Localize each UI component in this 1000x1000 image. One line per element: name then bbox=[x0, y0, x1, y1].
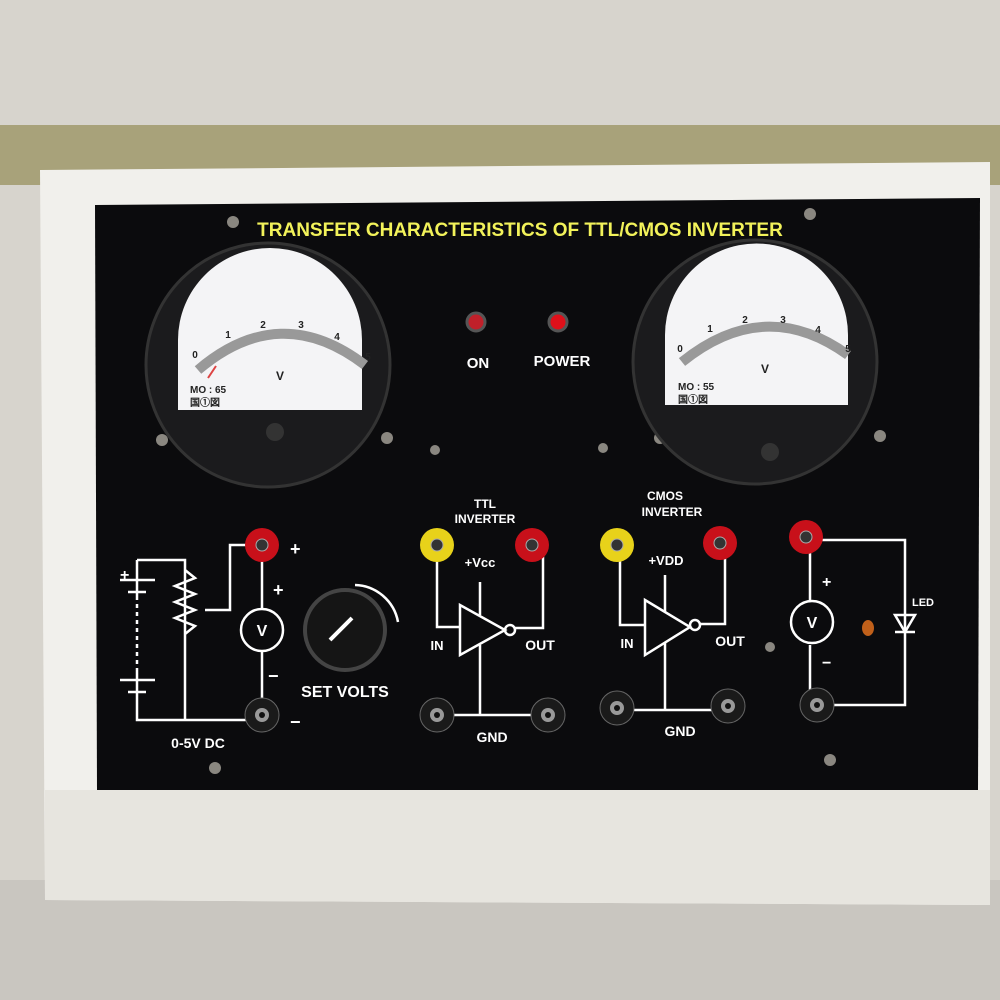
meter-scale-label: 1 bbox=[707, 324, 713, 335]
panel-title: TRANSFER CHARACTERISTICS OF TTL/CMOS INV… bbox=[257, 220, 783, 241]
meter-scale-label: 4 bbox=[815, 325, 821, 336]
meter-scale-label: 3 bbox=[298, 320, 304, 331]
ttl-gnd-label: GND bbox=[476, 729, 507, 745]
cmos-title: CMOS bbox=[647, 489, 683, 503]
meter-scale-label: 5 bbox=[845, 344, 851, 355]
red-jack[interactable] bbox=[703, 526, 737, 560]
on-label: ON bbox=[467, 355, 490, 372]
cmos-in-label: IN bbox=[621, 636, 634, 651]
plus-label: + bbox=[120, 567, 129, 584]
power-label: POWER bbox=[534, 353, 591, 370]
black-jack[interactable] bbox=[419, 697, 455, 733]
plus-label: + bbox=[290, 539, 301, 559]
ttl-title: TTL bbox=[474, 497, 496, 511]
meter-scale-label: 4 bbox=[334, 332, 340, 343]
ttl-title: INVERTER bbox=[455, 512, 516, 526]
black-jack[interactable] bbox=[530, 697, 566, 733]
ttl-out-label: OUT bbox=[525, 637, 555, 653]
meter-scale-label: 2 bbox=[260, 320, 266, 331]
plus-label: + bbox=[273, 580, 284, 600]
meter-marking: 国①図 bbox=[678, 393, 708, 406]
meter-marking: 国①図 bbox=[190, 396, 220, 409]
voltmeter-left: 0 1 2 3 4 5 V MO : 65 国①図 bbox=[144, 241, 392, 489]
meter-scale-label: 5 bbox=[365, 352, 371, 363]
meter-scale-label: 1 bbox=[225, 330, 231, 341]
supply-label: 0-5V DC bbox=[171, 735, 225, 751]
black-jack[interactable] bbox=[244, 697, 280, 733]
knob-indicator bbox=[328, 616, 354, 642]
ttl-vcc-label: +Vcc bbox=[465, 555, 496, 570]
cmos-vdd-label: +VDD bbox=[648, 553, 683, 568]
red-jack[interactable] bbox=[515, 528, 549, 562]
meter-unit: V bbox=[276, 369, 284, 383]
voltmeter-symbol: V bbox=[257, 623, 268, 640]
meter-needle bbox=[207, 365, 217, 379]
set-volts-label: SET VOLTS bbox=[301, 684, 389, 701]
meter-scale-label: 0 bbox=[677, 344, 683, 355]
ttl-in-label: IN bbox=[431, 638, 444, 653]
voltmeter-symbol: V bbox=[807, 615, 818, 632]
terminals bbox=[244, 520, 835, 733]
led-label: LED bbox=[912, 597, 934, 609]
cmos-out-label: OUT bbox=[715, 633, 745, 649]
voltmeter-right: 0 1 2 3 4 5 V MO : 55 国①図 bbox=[631, 238, 879, 486]
meter-model: MO : 55 bbox=[678, 382, 715, 393]
meter-unit: V bbox=[761, 362, 769, 376]
led bbox=[862, 620, 874, 636]
ttl-schematic bbox=[435, 555, 548, 717]
meter-scale-label: 0 bbox=[192, 350, 198, 361]
black-jack[interactable] bbox=[799, 687, 835, 723]
yellow-jack[interactable] bbox=[420, 528, 454, 562]
red-jack[interactable] bbox=[789, 520, 823, 554]
on-switch[interactable] bbox=[465, 311, 487, 333]
rotate-arrow-icon bbox=[354, 583, 400, 623]
black-jack[interactable] bbox=[599, 690, 635, 726]
yellow-jack[interactable] bbox=[600, 528, 634, 562]
minus-label: − bbox=[822, 655, 831, 672]
box-front bbox=[45, 790, 990, 905]
minus-label: − bbox=[290, 712, 301, 732]
cmos-schematic bbox=[617, 555, 728, 712]
meter-model: MO : 65 bbox=[190, 385, 227, 396]
power-led bbox=[547, 311, 569, 333]
red-jack[interactable] bbox=[245, 528, 279, 562]
plus-label: + bbox=[822, 574, 831, 591]
set-volts-knob[interactable] bbox=[303, 588, 387, 672]
minus-label: − bbox=[268, 666, 279, 686]
black-jack[interactable] bbox=[710, 688, 746, 724]
cmos-title: INVERTER bbox=[642, 505, 703, 519]
cmos-gnd-label: GND bbox=[664, 723, 695, 739]
meter-scale-label: 2 bbox=[742, 315, 748, 326]
meter-scale-label: 3 bbox=[780, 315, 786, 326]
